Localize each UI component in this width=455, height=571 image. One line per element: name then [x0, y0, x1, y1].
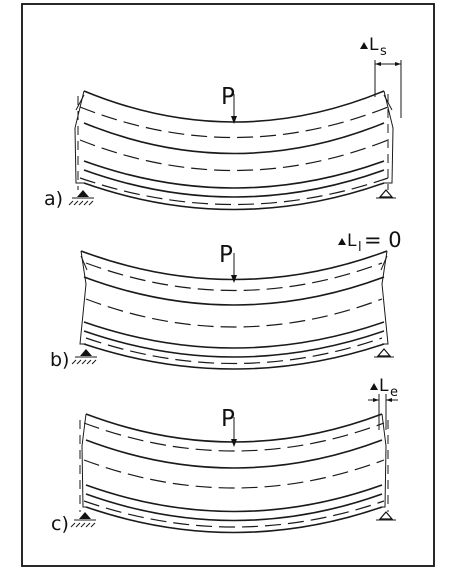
load-arrow-b — [231, 253, 237, 283]
panel-label-c: c) — [51, 513, 69, 535]
panel-c: P c) L e — [51, 376, 398, 535]
delta-b-triangle-icon — [338, 238, 346, 245]
support-roller-a — [376, 189, 396, 199]
delta-a-symbol: L — [369, 35, 379, 55]
delta-label-b: L l = 0 — [338, 228, 402, 255]
delta-a-subscript: s — [380, 44, 387, 59]
load-arrow-a — [231, 94, 237, 124]
delta-c-symbol: L — [379, 376, 389, 396]
support-roller-c — [376, 511, 396, 521]
delta-c-triangle-icon — [370, 383, 378, 390]
beam-a — [74, 90, 394, 211]
delta-c-subscript: e — [390, 385, 398, 400]
load-label-a: P — [221, 84, 235, 110]
delta-b-value: = 0 — [364, 228, 402, 252]
panel-label-b: b) — [50, 349, 69, 371]
delta-a-triangle-icon — [360, 42, 368, 49]
beam-b — [79, 250, 389, 370]
delta-b-symbol: L — [347, 231, 357, 251]
elongation-dimension-a — [374, 60, 402, 118]
elongation-dimension-c — [368, 394, 398, 430]
panel-a: P a) L s — [44, 35, 402, 211]
load-arrow-c — [231, 417, 237, 447]
support-pin-a — [68, 190, 94, 206]
beam-c — [79, 413, 389, 534]
support-pin-c — [70, 512, 96, 528]
support-roller-b — [374, 348, 394, 358]
load-label-c: P — [221, 406, 235, 432]
delta-label-a: L s — [360, 35, 387, 59]
load-label-b: P — [219, 242, 233, 268]
panel-b: P b) L l = 0 — [50, 228, 402, 371]
support-pin-b — [71, 349, 97, 365]
panel-label-a: a) — [44, 188, 63, 210]
delta-label-c: L e — [370, 376, 398, 400]
delta-b-subscript: l — [358, 240, 362, 255]
